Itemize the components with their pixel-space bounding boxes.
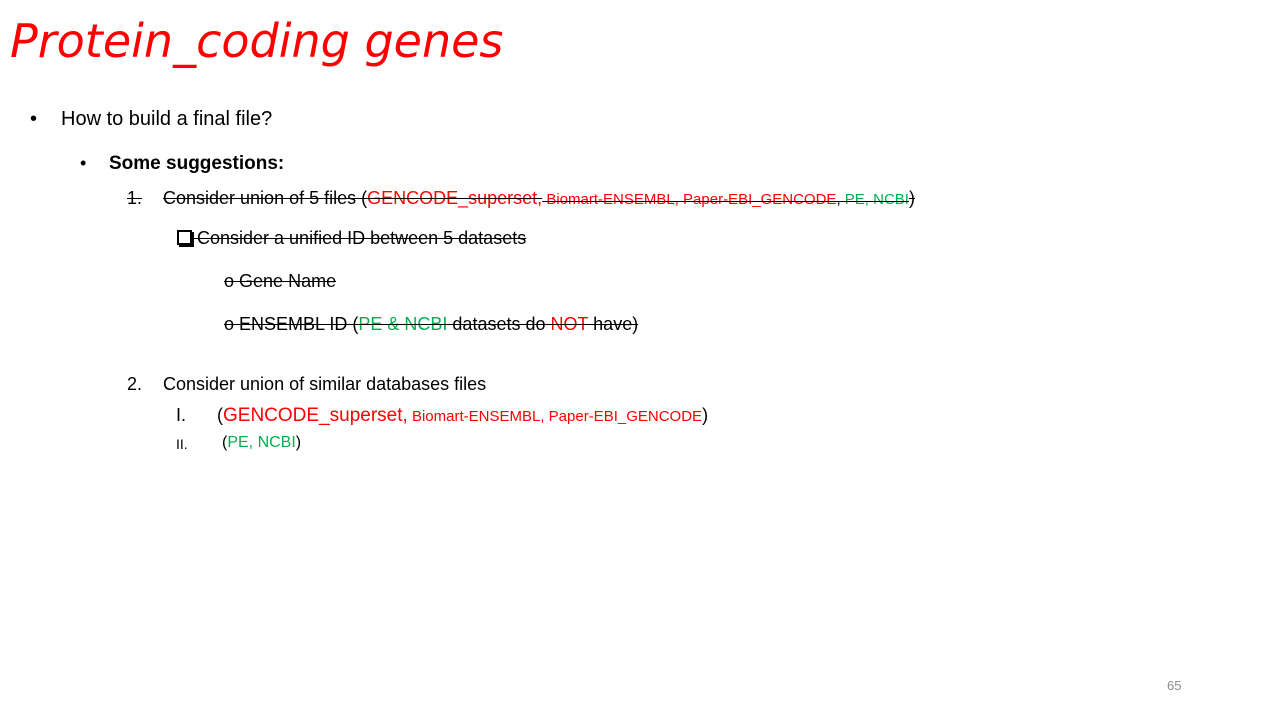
bullet-some-suggestions: Some suggestions:	[109, 153, 285, 174]
item-2-text: Consider union of similar databases file…	[163, 374, 487, 394]
bullet-marker: •	[30, 108, 38, 130]
item-2-i-gencode: GENCODE_superset,	[223, 405, 408, 426]
item-2-ii-numeral: II.	[176, 436, 188, 452]
sub-sub-item-gene-name: o Gene Name	[224, 271, 336, 292]
item-1-number: 1.	[127, 188, 143, 208]
sub-sub-item-ensembl-id: o ENSEMBL ID (PE & NCBI datasets do NOT …	[224, 314, 638, 335]
item-1-comma: ,	[836, 191, 841, 208]
item-1-gencode: GENCODE_superset,	[367, 188, 543, 208]
circle-bullet-icon: o	[224, 271, 235, 291]
ensembl-text-pre: ENSEMBL ID (	[239, 314, 359, 334]
circle-bullet-icon: o	[224, 314, 235, 334]
item-1-red-rest: Biomart-ENSEMBL, Paper-EBI_GENCODE	[542, 191, 837, 208]
bullet-how-to-build: How to build a final file?	[61, 108, 273, 130]
checkbox-icon	[177, 230, 192, 245]
item-2-ii-open: (	[222, 434, 228, 451]
item-2-ii-text: (PE, NCBI)	[222, 434, 301, 452]
sub-item-unified-id: Consider a unified ID between 5 datasets	[177, 228, 526, 249]
item-2-number: 2.	[127, 374, 143, 394]
bullet-marker: •	[80, 153, 87, 173]
ensembl-text-post: have)	[588, 314, 639, 334]
item-2-i-open: (	[217, 405, 223, 425]
item-1-green: PE, NCBI	[840, 191, 909, 208]
item-2-i-close: )	[702, 405, 709, 425]
sub-sub-item-gene-name-text: Gene Name	[239, 271, 337, 291]
ensembl-text-mid: datasets do	[447, 314, 551, 334]
item-2-i-red-rest: Biomart-ENSEMBL, Paper-EBI_GENCODE	[407, 408, 703, 425]
item-2-ii-green: PE, NCBI	[227, 434, 296, 451]
page-number: 65	[1167, 678, 1182, 693]
ensembl-text-red: NOT	[550, 314, 589, 334]
sub-item-unified-id-text: Consider a unified ID between 5 datasets	[192, 228, 527, 248]
item-2-i-numeral: I.	[176, 405, 187, 425]
item-1-close: )	[908, 188, 915, 208]
item-1-text-main: Consider union of 5 files (	[163, 188, 368, 208]
item-1-text: Consider union of 5 files (GENCODE_super…	[163, 188, 915, 209]
slide-title: Protein_coding genes	[10, 14, 504, 68]
item-2-ii-close: )	[295, 434, 302, 451]
item-2-i-text: (GENCODE_superset, Biomart-ENSEMBL, Pape…	[217, 405, 708, 427]
ensembl-text-green: PE & NCBI	[358, 314, 448, 334]
